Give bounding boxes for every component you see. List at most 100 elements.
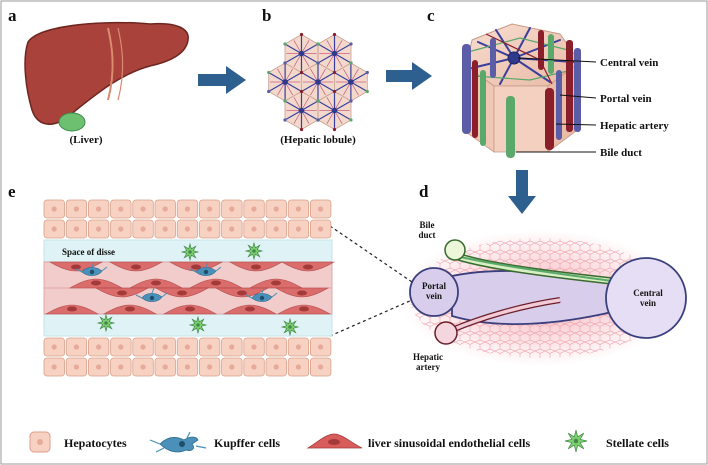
arrow-a-to-b — [198, 66, 246, 94]
kupffer-nucleus — [149, 295, 155, 301]
lobule-portal-triad — [349, 61, 353, 65]
label-d-artery-1: Hepatic — [413, 352, 443, 362]
label-d-bile-2: duct — [418, 230, 435, 240]
stellate-nucleus — [573, 438, 579, 444]
hepatocyte-nucleus — [318, 206, 324, 212]
hepatocyte-nucleus — [96, 206, 102, 212]
endothelial-nucleus — [271, 280, 281, 286]
lobule-sinusoid — [302, 72, 319, 83]
lobule-portal-triad — [332, 70, 337, 75]
vessel-zoom-illustration — [400, 230, 687, 366]
legend-label-kupffer: Kupffer cells — [214, 436, 280, 450]
endothelial-nucleus — [297, 290, 307, 296]
caption-lobule: (Hepatic lobule) — [280, 134, 356, 146]
stellate-nucleus — [252, 249, 256, 253]
endothelial-nucleus — [299, 306, 309, 312]
lobule-sinusoid — [350, 81, 367, 92]
hepatocyte-nucleus — [140, 344, 146, 350]
hepatocyte-nucleus — [96, 364, 102, 370]
legend-label-endothelial: liver sinusoidal endothelial cells — [368, 436, 530, 450]
panel-label-a: a — [8, 6, 17, 25]
hepatocyte-nucleus — [118, 226, 124, 232]
label-central-vein: Central vein — [600, 57, 658, 69]
lobule-portal-triad — [332, 127, 337, 132]
hepatocyte-nucleus — [295, 344, 301, 350]
hepatocyte-nucleus — [73, 364, 79, 370]
central-vein-bulb — [605, 257, 687, 339]
lobule-portal-triad — [267, 70, 271, 75]
hepatocyte-nucleus — [251, 226, 257, 232]
hepatocyte-nucleus — [229, 344, 235, 350]
hepatocyte-nucleus — [73, 344, 79, 350]
bile-duct-bulb — [444, 239, 466, 261]
label-d-central-1: Central — [633, 288, 663, 298]
kupffer-nucleus — [89, 269, 95, 275]
hepatocyte-nucleus — [295, 364, 301, 370]
lobule-block-illustration — [462, 23, 581, 158]
kupffer-nucleus — [259, 295, 265, 301]
lobule-sinusoid — [285, 109, 302, 121]
panel-label-d: d — [419, 182, 429, 201]
label-d-portal-1: Portal — [422, 281, 446, 291]
lobule-sinusoid — [334, 43, 351, 55]
hepatocyte-nucleus — [273, 364, 279, 370]
hepatocyte-nucleus — [273, 344, 279, 350]
lobule-portal-triad — [365, 70, 369, 75]
lobule-sinusoid — [318, 43, 335, 55]
hepatocyte-nucleus — [140, 364, 146, 370]
endothelial-nucleus — [211, 280, 221, 286]
hepatocyte-nucleus — [184, 206, 190, 212]
kupffer-process — [135, 287, 168, 299]
endothelial-nucleus — [131, 264, 141, 270]
lobule-leader-lines — [516, 57, 597, 153]
lobule-portal-triad — [316, 99, 320, 103]
hepatocyte-nucleus — [162, 226, 168, 232]
hepatocyte-nucleus — [51, 364, 57, 370]
lobule-portal-triad — [316, 61, 320, 65]
endothelial-nucleus — [177, 290, 187, 296]
stellate-nucleus — [288, 325, 292, 329]
endothelial-nucleus — [71, 264, 81, 270]
stellate-nucleus — [188, 250, 192, 254]
hepatocyte-nucleus — [229, 364, 235, 370]
hepatocyte-nucleus — [140, 206, 146, 212]
hepatocyte-nucleus — [140, 226, 146, 232]
hepatic-lobule-illustration — [267, 32, 369, 132]
lobule-portal-triad — [316, 42, 320, 46]
hepatocyte-nucleus — [73, 206, 79, 212]
lobule-sinusoid — [285, 43, 302, 55]
hepatocyte-nucleus — [96, 226, 102, 232]
label-d-artery-2: artery — [416, 362, 440, 372]
hepatocyte-nucleus — [184, 344, 190, 350]
arrow-c-to-d — [508, 170, 536, 214]
lobule-sinusoid — [301, 109, 318, 121]
hepatocyte-nucleus — [318, 364, 324, 370]
lobule-central-vein — [298, 107, 305, 114]
hepatocyte-nucleus — [273, 226, 279, 232]
lobule-sinusoid — [334, 52, 351, 64]
hepatocyte-nucleus — [118, 344, 124, 350]
lobule-portal-triad — [299, 70, 304, 75]
endothelial-nucleus — [91, 280, 101, 286]
lobule-sinusoid — [334, 81, 352, 92]
panel-label-c: c — [427, 6, 435, 25]
lobule-portal-triad — [299, 127, 304, 132]
lobule-sinusoid — [285, 52, 302, 64]
hepatocyte-nucleus — [118, 364, 124, 370]
lobule-sinusoid — [334, 109, 351, 121]
hepatocyte-nucleus — [184, 364, 190, 370]
arrow-b-to-c — [386, 62, 432, 90]
portal-vein-bulb — [409, 267, 459, 317]
hepatocyte-nucleus — [229, 206, 235, 212]
lobule-portal-triad — [349, 118, 353, 122]
hepatocyte-nucleus — [96, 344, 102, 350]
lobule-sinusoid — [284, 81, 302, 92]
lobule-sinusoid — [301, 100, 318, 112]
lobule-portal-triad — [283, 118, 287, 122]
endothelial-nucleus — [245, 306, 255, 312]
endothelial-nucleus — [237, 290, 247, 296]
label-d-bile-1: Bile — [420, 220, 435, 230]
gallbladder-shape — [58, 112, 86, 132]
connector-top — [329, 225, 413, 283]
